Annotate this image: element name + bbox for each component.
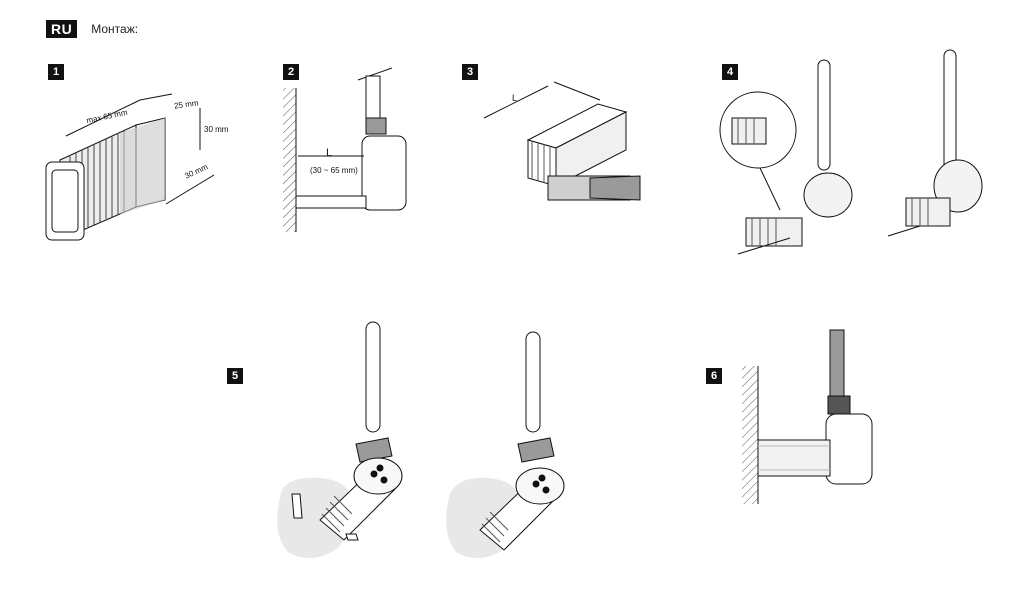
step-2-badge: 2 — [283, 64, 299, 80]
step-2-wall-mount — [283, 67, 407, 232]
page-title: Монтаж: — [91, 22, 139, 36]
step-1-sleeve — [45, 93, 215, 241]
step-4-badge: 4 — [722, 64, 738, 80]
step-3-sleeve-cable — [483, 81, 641, 201]
dim-range-label: (30 ~ 65 mm) — [310, 166, 358, 175]
header: RU Монтаж: — [46, 20, 138, 38]
step-1-badge: 1 — [48, 64, 64, 80]
dim-L-label-step3: L — [512, 93, 518, 103]
step-6-badge: 6 — [706, 368, 722, 384]
step-3-badge: 3 — [462, 64, 478, 80]
step-5-badge: 5 — [227, 368, 243, 384]
dim-L-label: L — [326, 147, 333, 159]
step-4-assembly — [719, 49, 983, 255]
dim-height-label: 30 mm — [204, 125, 229, 134]
step-6-final — [742, 329, 873, 504]
step-5-insertion — [277, 321, 565, 559]
language-badge: RU — [46, 20, 78, 38]
